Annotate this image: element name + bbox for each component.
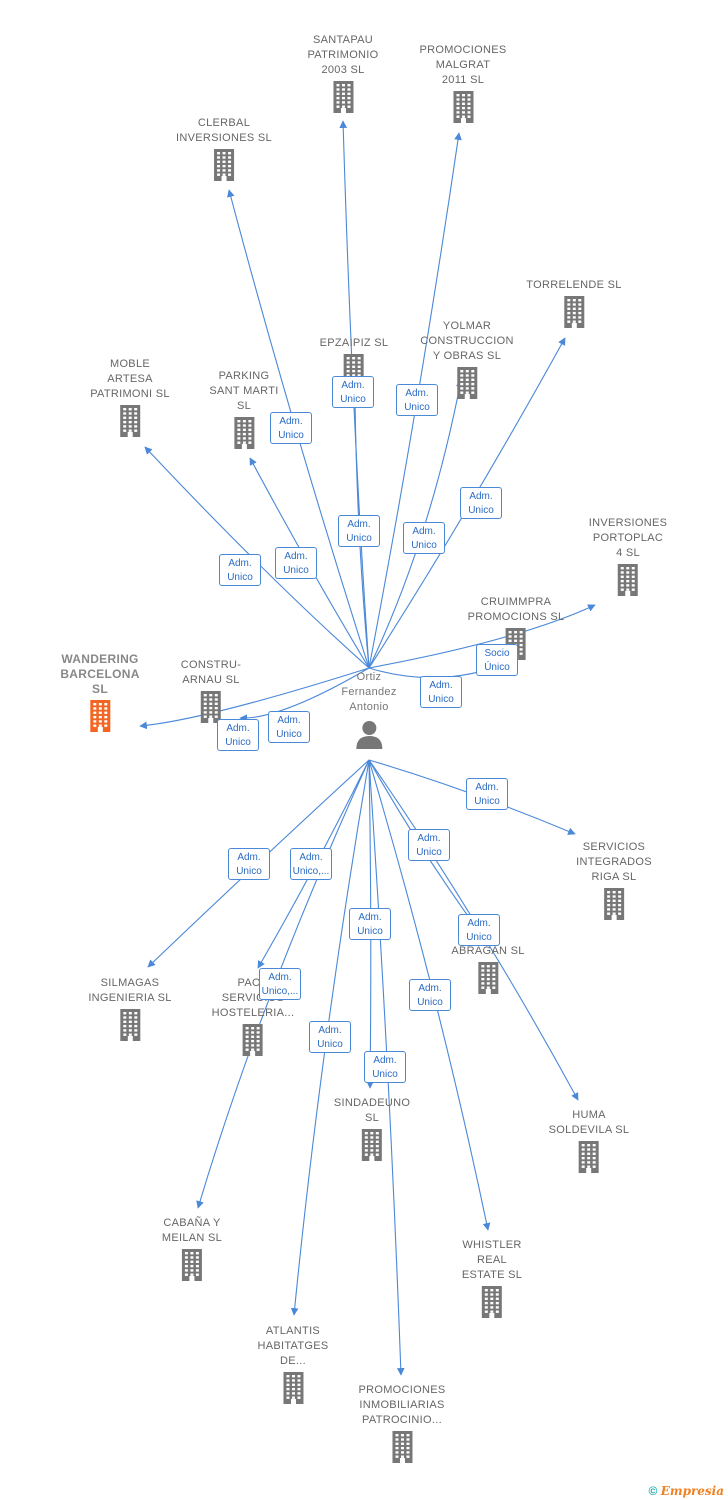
building-icon — [579, 1141, 599, 1173]
edge-wandering — [139, 667, 370, 730]
company-label: CONSTRU- ARNAU SL — [180, 659, 242, 686]
relation-badge-patrocinio[interactable]: Adm. Unico — [364, 1051, 406, 1083]
relation-badge-sindadeuno[interactable]: Adm. Unico — [349, 908, 391, 940]
company-node-whistler[interactable]: WHISTLER REAL ESTATE SL — [462, 1238, 522, 1323]
company-label: WANDERING BARCELONA SL — [60, 652, 140, 696]
edge-moble — [144, 446, 370, 669]
building-icon — [392, 1431, 412, 1463]
relation-badge-riga[interactable]: Adm. Unico — [466, 778, 508, 810]
company-label: SINDADEUNO SL — [333, 1097, 411, 1124]
building-icon — [90, 700, 110, 732]
company-node-clerbal[interactable]: CLERBAL INVERSIONES SL — [176, 116, 272, 186]
company-label: CLERBAL INVERSIONES SL — [176, 117, 272, 144]
building-icon — [457, 367, 477, 399]
company-label: INVERSIONES PORTOPLAC 4 SL — [588, 517, 668, 559]
relation-badge-santapau[interactable]: Adm. Unico — [332, 376, 374, 408]
company-label: PROMOCIONES MALGRAT 2011 SL — [419, 44, 507, 86]
relation-badge-paoe[interactable]: Adm. Unico,... — [290, 848, 332, 880]
brand-credit: © Empresia — [649, 1484, 724, 1498]
company-node-cabana[interactable]: CABAÑA Y MEILAN SL — [162, 1216, 222, 1286]
building-icon — [618, 564, 638, 596]
company-label: SANTAPAU PATRIMONIO 2003 SL — [307, 34, 379, 76]
company-node-wandering[interactable]: WANDERING BARCELONA SL — [60, 652, 139, 737]
company-node-silmagas[interactable]: SILMAGAS INGENIERIA SL — [88, 976, 171, 1046]
relation-badge-wandering[interactable]: Adm. Unico — [217, 719, 259, 751]
building-icon — [282, 1372, 303, 1404]
company-node-riga[interactable]: SERVICIOS INTEGRADOS RIGA SL — [576, 840, 652, 925]
relation-badge-construarnau[interactable]: Adm. Unico — [268, 711, 310, 743]
company-node-moble[interactable]: MOBLE ARTESA PATRIMONI SL — [90, 357, 170, 442]
relation-badge-yolmar[interactable]: Adm. Unico — [403, 522, 445, 554]
company-node-parking[interactable]: PARKING SANT MARTI SL — [209, 369, 278, 454]
company-label: PROMOCIONES INMOBILIARIAS PATROCINIO... — [358, 1384, 446, 1426]
company-label: CABAÑA Y MEILAN SL — [161, 1217, 223, 1244]
company-label: EPZAIPIZ SL — [319, 337, 389, 349]
company-node-patrocinio[interactable]: PROMOCIONES INMOBILIARIAS PATROCINIO... — [358, 1383, 445, 1468]
building-icon — [478, 962, 498, 994]
person-icon — [355, 721, 382, 749]
company-label: SILMAGAS INGENIERIA SL — [88, 977, 172, 1004]
relation-badge-abragan[interactable]: Adm. Unico — [408, 829, 450, 861]
brand-name: Empresia — [660, 1484, 724, 1498]
building-icon — [181, 1249, 202, 1281]
relation-badge-cabana[interactable]: Adm. Unico,... — [259, 968, 301, 1000]
relation-badge-clerbal[interactable]: Adm. Unico — [270, 412, 312, 444]
company-node-malgrat[interactable]: PROMOCIONES MALGRAT 2011 SL — [419, 43, 506, 128]
building-icon — [200, 691, 221, 723]
building-icon — [234, 417, 254, 449]
company-node-huma[interactable]: HUMA SOLDEVILA SL — [549, 1108, 630, 1178]
company-label: ABRAGAN SL — [451, 945, 525, 957]
company-label: WHISTLER REAL ESTATE SL — [461, 1239, 523, 1281]
company-node-portoplac[interactable]: INVERSIONES PORTOPLAC 4 SL — [589, 516, 668, 601]
person-label: Ortiz Fernandez Antonio — [341, 671, 397, 713]
building-icon — [332, 81, 353, 113]
company-node-atlantis[interactable]: ATLANTIS HABITATGES DE... — [257, 1324, 328, 1409]
company-label: MOBLE ARTESA PATRIMONI SL — [90, 358, 170, 400]
building-icon — [214, 149, 234, 181]
company-node-torrelende[interactable]: TORRELENDE SL — [526, 278, 621, 333]
relation-badge-atlantis[interactable]: Adm. Unico — [309, 1021, 351, 1053]
building-icon — [120, 405, 140, 437]
company-node-sindadeuno[interactable]: SINDADEUNO SL — [334, 1096, 410, 1166]
relation-badge-parking[interactable]: Adm. Unico — [275, 547, 317, 579]
company-node-construarnau[interactable]: CONSTRU- ARNAU SL — [181, 658, 241, 728]
relation-badge-epzaipiz[interactable]: Adm. Unico — [338, 515, 380, 547]
company-node-santapau[interactable]: SANTAPAU PATRIMONIO 2003 SL — [307, 33, 378, 118]
edge-portoplac — [368, 604, 596, 669]
edge-construarnau — [239, 667, 370, 723]
relation-badge-malgrat[interactable]: Adm. Unico — [396, 384, 438, 416]
company-label: TORRELENDE SL — [526, 279, 622, 291]
company-label: ATLANTIS HABITATGES DE... — [257, 1325, 329, 1367]
relation-badge-cruimmpra[interactable]: Adm. Unico — [420, 676, 462, 708]
building-icon — [362, 1129, 382, 1161]
relation-badge-moble[interactable]: Adm. Unico — [219, 554, 261, 586]
company-node-paoe[interactable]: PAOE SERVICIOS HOSTELERIA... — [212, 976, 295, 1061]
relation-badge-torrelende[interactable]: Adm. Unico — [460, 487, 502, 519]
company-label: SERVICIOS INTEGRADOS RIGA SL — [576, 841, 652, 883]
company-node-yolmar[interactable]: YOLMAR CONSTRUCCION Y OBRAS SL — [420, 319, 513, 404]
company-label: HUMA SOLDEVILA SL — [548, 1109, 630, 1136]
building-icon — [453, 91, 473, 123]
building-icon — [242, 1024, 263, 1056]
company-node-abragan[interactable]: ABRAGAN SL — [451, 944, 524, 999]
copyright-symbol: © — [648, 1484, 658, 1498]
relation-badge-silmagas[interactable]: Adm. Unico — [228, 848, 270, 880]
company-label: CRUIMMPRA PROMOCIONS SL — [467, 596, 565, 623]
relation-badge-huma[interactable]: Adm. Unico — [458, 914, 500, 946]
company-label: PARKING SANT MARTI SL — [209, 370, 279, 412]
relation-badge-whistler[interactable]: Adm. Unico — [409, 979, 451, 1011]
person-node[interactable]: Ortiz Fernandez Antonio — [341, 670, 396, 754]
building-icon — [603, 888, 624, 920]
building-icon — [120, 1009, 140, 1041]
relation-badge-portoplac[interactable]: Socio Único — [476, 644, 518, 676]
company-label: YOLMAR CONSTRUCCION Y OBRAS SL — [420, 320, 514, 362]
building-icon — [564, 296, 584, 328]
building-icon — [482, 1286, 502, 1318]
